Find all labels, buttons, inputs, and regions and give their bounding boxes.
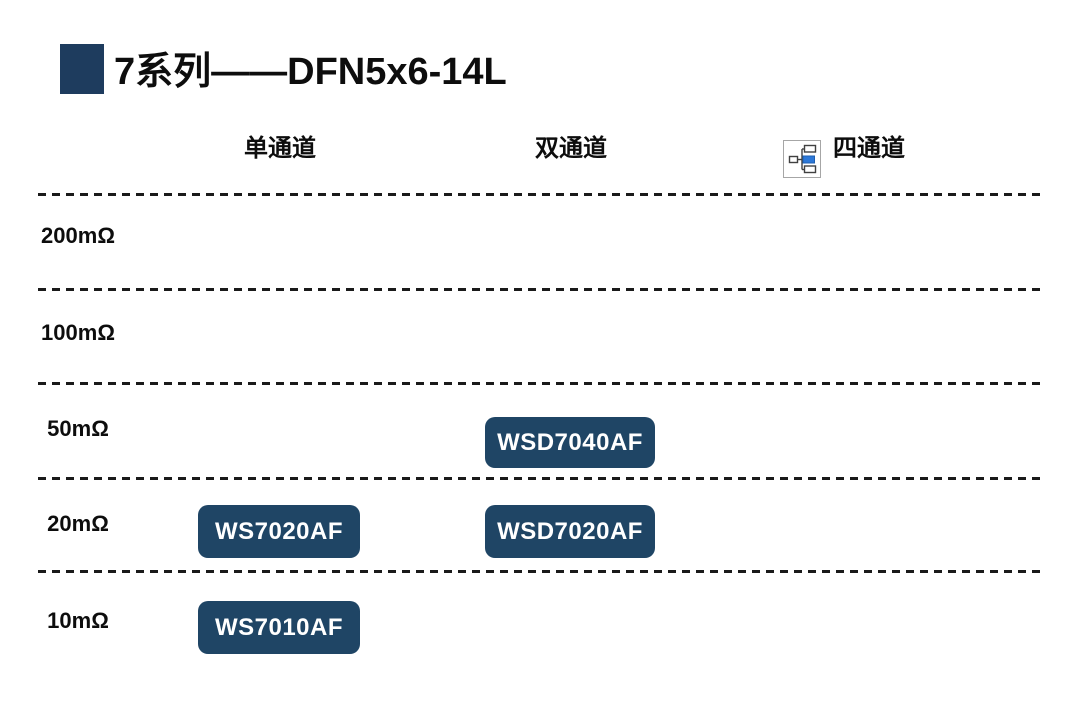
column-header-single-channel: 单通道 bbox=[244, 135, 316, 162]
product-chip-wsd7020af: WSD7020AF bbox=[485, 505, 655, 558]
row-label-50mohm: 50mΩ bbox=[47, 416, 109, 441]
column-header-dual-channel: 双通道 bbox=[535, 135, 607, 162]
row-label-100mohm: 100mΩ bbox=[41, 320, 115, 345]
title-bullet-square bbox=[60, 44, 104, 94]
row-label-20mohm: 20mΩ bbox=[47, 511, 109, 536]
column-header-quad-channel: 四通道 bbox=[833, 135, 905, 162]
product-chip-ws7010af: WS7010AF bbox=[198, 601, 360, 654]
row-label-200mohm: 200mΩ bbox=[41, 223, 115, 248]
org-chart-icon bbox=[783, 140, 821, 178]
row-label-10mohm: 10mΩ bbox=[47, 608, 109, 633]
row-separator bbox=[38, 570, 1043, 573]
page-title: 7系列——DFN5x6-14L bbox=[114, 51, 507, 93]
row-separator bbox=[38, 288, 1043, 291]
row-separator bbox=[38, 382, 1043, 385]
product-chip-ws7020af: WS7020AF bbox=[198, 505, 360, 558]
row-separator bbox=[38, 193, 1043, 196]
product-chip-wsd7040af: WSD7040AF bbox=[485, 417, 655, 468]
row-separator bbox=[38, 477, 1043, 480]
